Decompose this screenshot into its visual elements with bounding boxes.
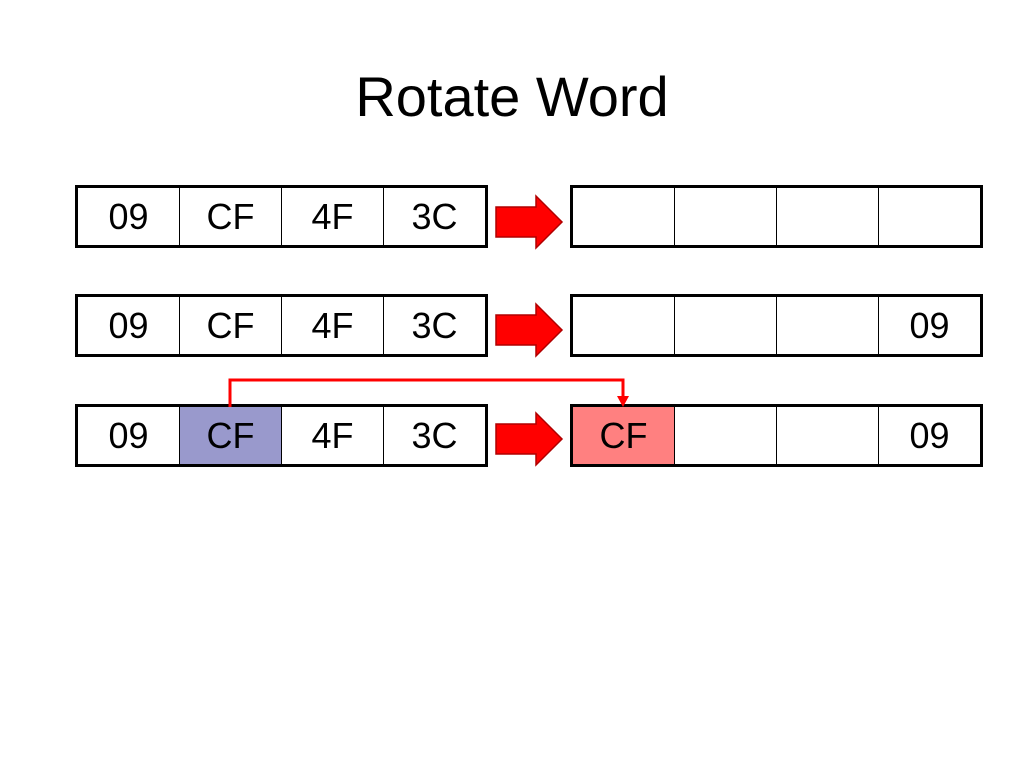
output-byte-cell bbox=[675, 407, 777, 464]
output-byte-cell bbox=[879, 188, 980, 245]
highlighted-destination-byte-cell: CF bbox=[573, 407, 675, 464]
output-word-row-1 bbox=[570, 185, 983, 248]
output-byte-cell bbox=[777, 297, 879, 354]
output-byte-cell bbox=[777, 407, 879, 464]
input-byte-cell: 3C bbox=[411, 195, 458, 237]
input-byte-cell: 4F bbox=[282, 188, 384, 245]
highlighted-source-byte-cell: CF bbox=[180, 407, 282, 464]
right-arrow-icon bbox=[495, 194, 564, 250]
input-byte-cell: 3C bbox=[411, 304, 458, 346]
slide-title: Rotate Word bbox=[355, 65, 669, 128]
output-byte-cell bbox=[675, 297, 777, 354]
output-byte-cell: 09 bbox=[909, 304, 950, 346]
right-arrow-icon bbox=[495, 302, 564, 358]
input-word-row-2: 09 CF 4F 3C bbox=[75, 294, 488, 357]
output-word-row-3: CF 09 bbox=[570, 404, 983, 467]
input-byte-cell: CF bbox=[180, 297, 282, 354]
input-byte-cell: 4F bbox=[282, 407, 384, 464]
output-byte-cell bbox=[675, 188, 777, 245]
input-word-row-3: 09 CF 4F 3C bbox=[75, 404, 488, 467]
output-word-row-2: 09 bbox=[570, 294, 983, 357]
input-byte-cell: 3C bbox=[411, 414, 458, 456]
output-byte-cell bbox=[573, 297, 675, 354]
output-byte-cell bbox=[777, 188, 879, 245]
input-word-row-1: 09 CF 4F 3C bbox=[75, 185, 488, 248]
input-byte-cell: 09 bbox=[78, 297, 180, 354]
input-byte-cell: 4F bbox=[282, 297, 384, 354]
output-byte-cell bbox=[573, 188, 675, 245]
right-arrow-icon bbox=[495, 411, 564, 467]
input-byte-cell: 09 bbox=[78, 407, 180, 464]
output-byte-cell: 09 bbox=[909, 414, 950, 456]
input-byte-cell: CF bbox=[180, 188, 282, 245]
input-byte-cell: 09 bbox=[78, 188, 180, 245]
